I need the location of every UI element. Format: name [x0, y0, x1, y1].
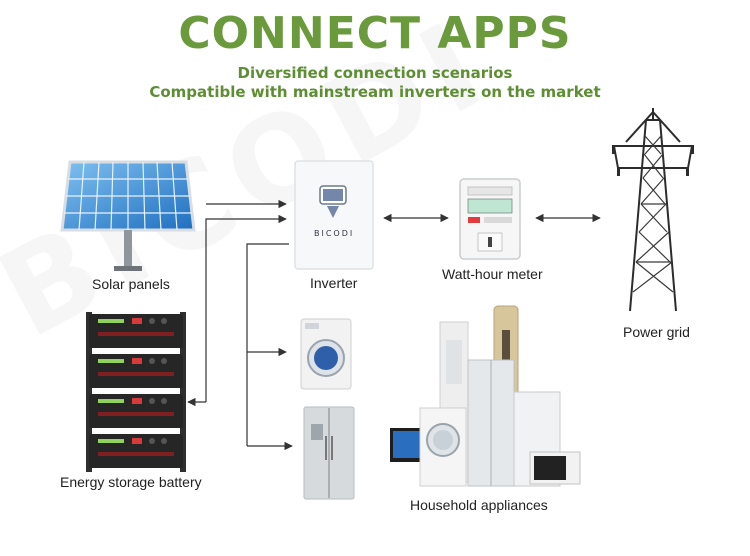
- household-appliances-icon: [390, 305, 581, 487]
- solar-panel-icon: [60, 160, 196, 271]
- solar-panels-label: Solar panels: [92, 276, 170, 292]
- page-title: CONNECT APPS: [178, 8, 572, 59]
- watt-hour-meter-icon: [459, 178, 521, 260]
- power-tower-icon: [612, 108, 694, 312]
- watt-hour-meter-label: Watt-hour meter: [442, 266, 543, 282]
- household-appliances-label: Household appliances: [410, 497, 548, 513]
- inverter-brand: BICODI: [314, 229, 355, 238]
- washing-machine-icon: [300, 318, 352, 390]
- subtitle-line-1: Diversified connection scenarios: [237, 64, 513, 82]
- arrow-battery-to-inverter: [205, 214, 287, 402]
- battery-stack-icon: [86, 312, 186, 472]
- energy-storage-battery-label: Energy storage battery: [60, 474, 202, 490]
- subtitle-line-2: Compatible with mainstream inverters on …: [149, 83, 601, 101]
- refrigerator-icon: [303, 406, 355, 500]
- inverter-label: Inverter: [310, 275, 358, 291]
- inverter-icon: [294, 160, 374, 270]
- arrow-inverter-to-appliance-branch: [246, 243, 289, 446]
- power-grid-label: Power grid: [623, 324, 690, 340]
